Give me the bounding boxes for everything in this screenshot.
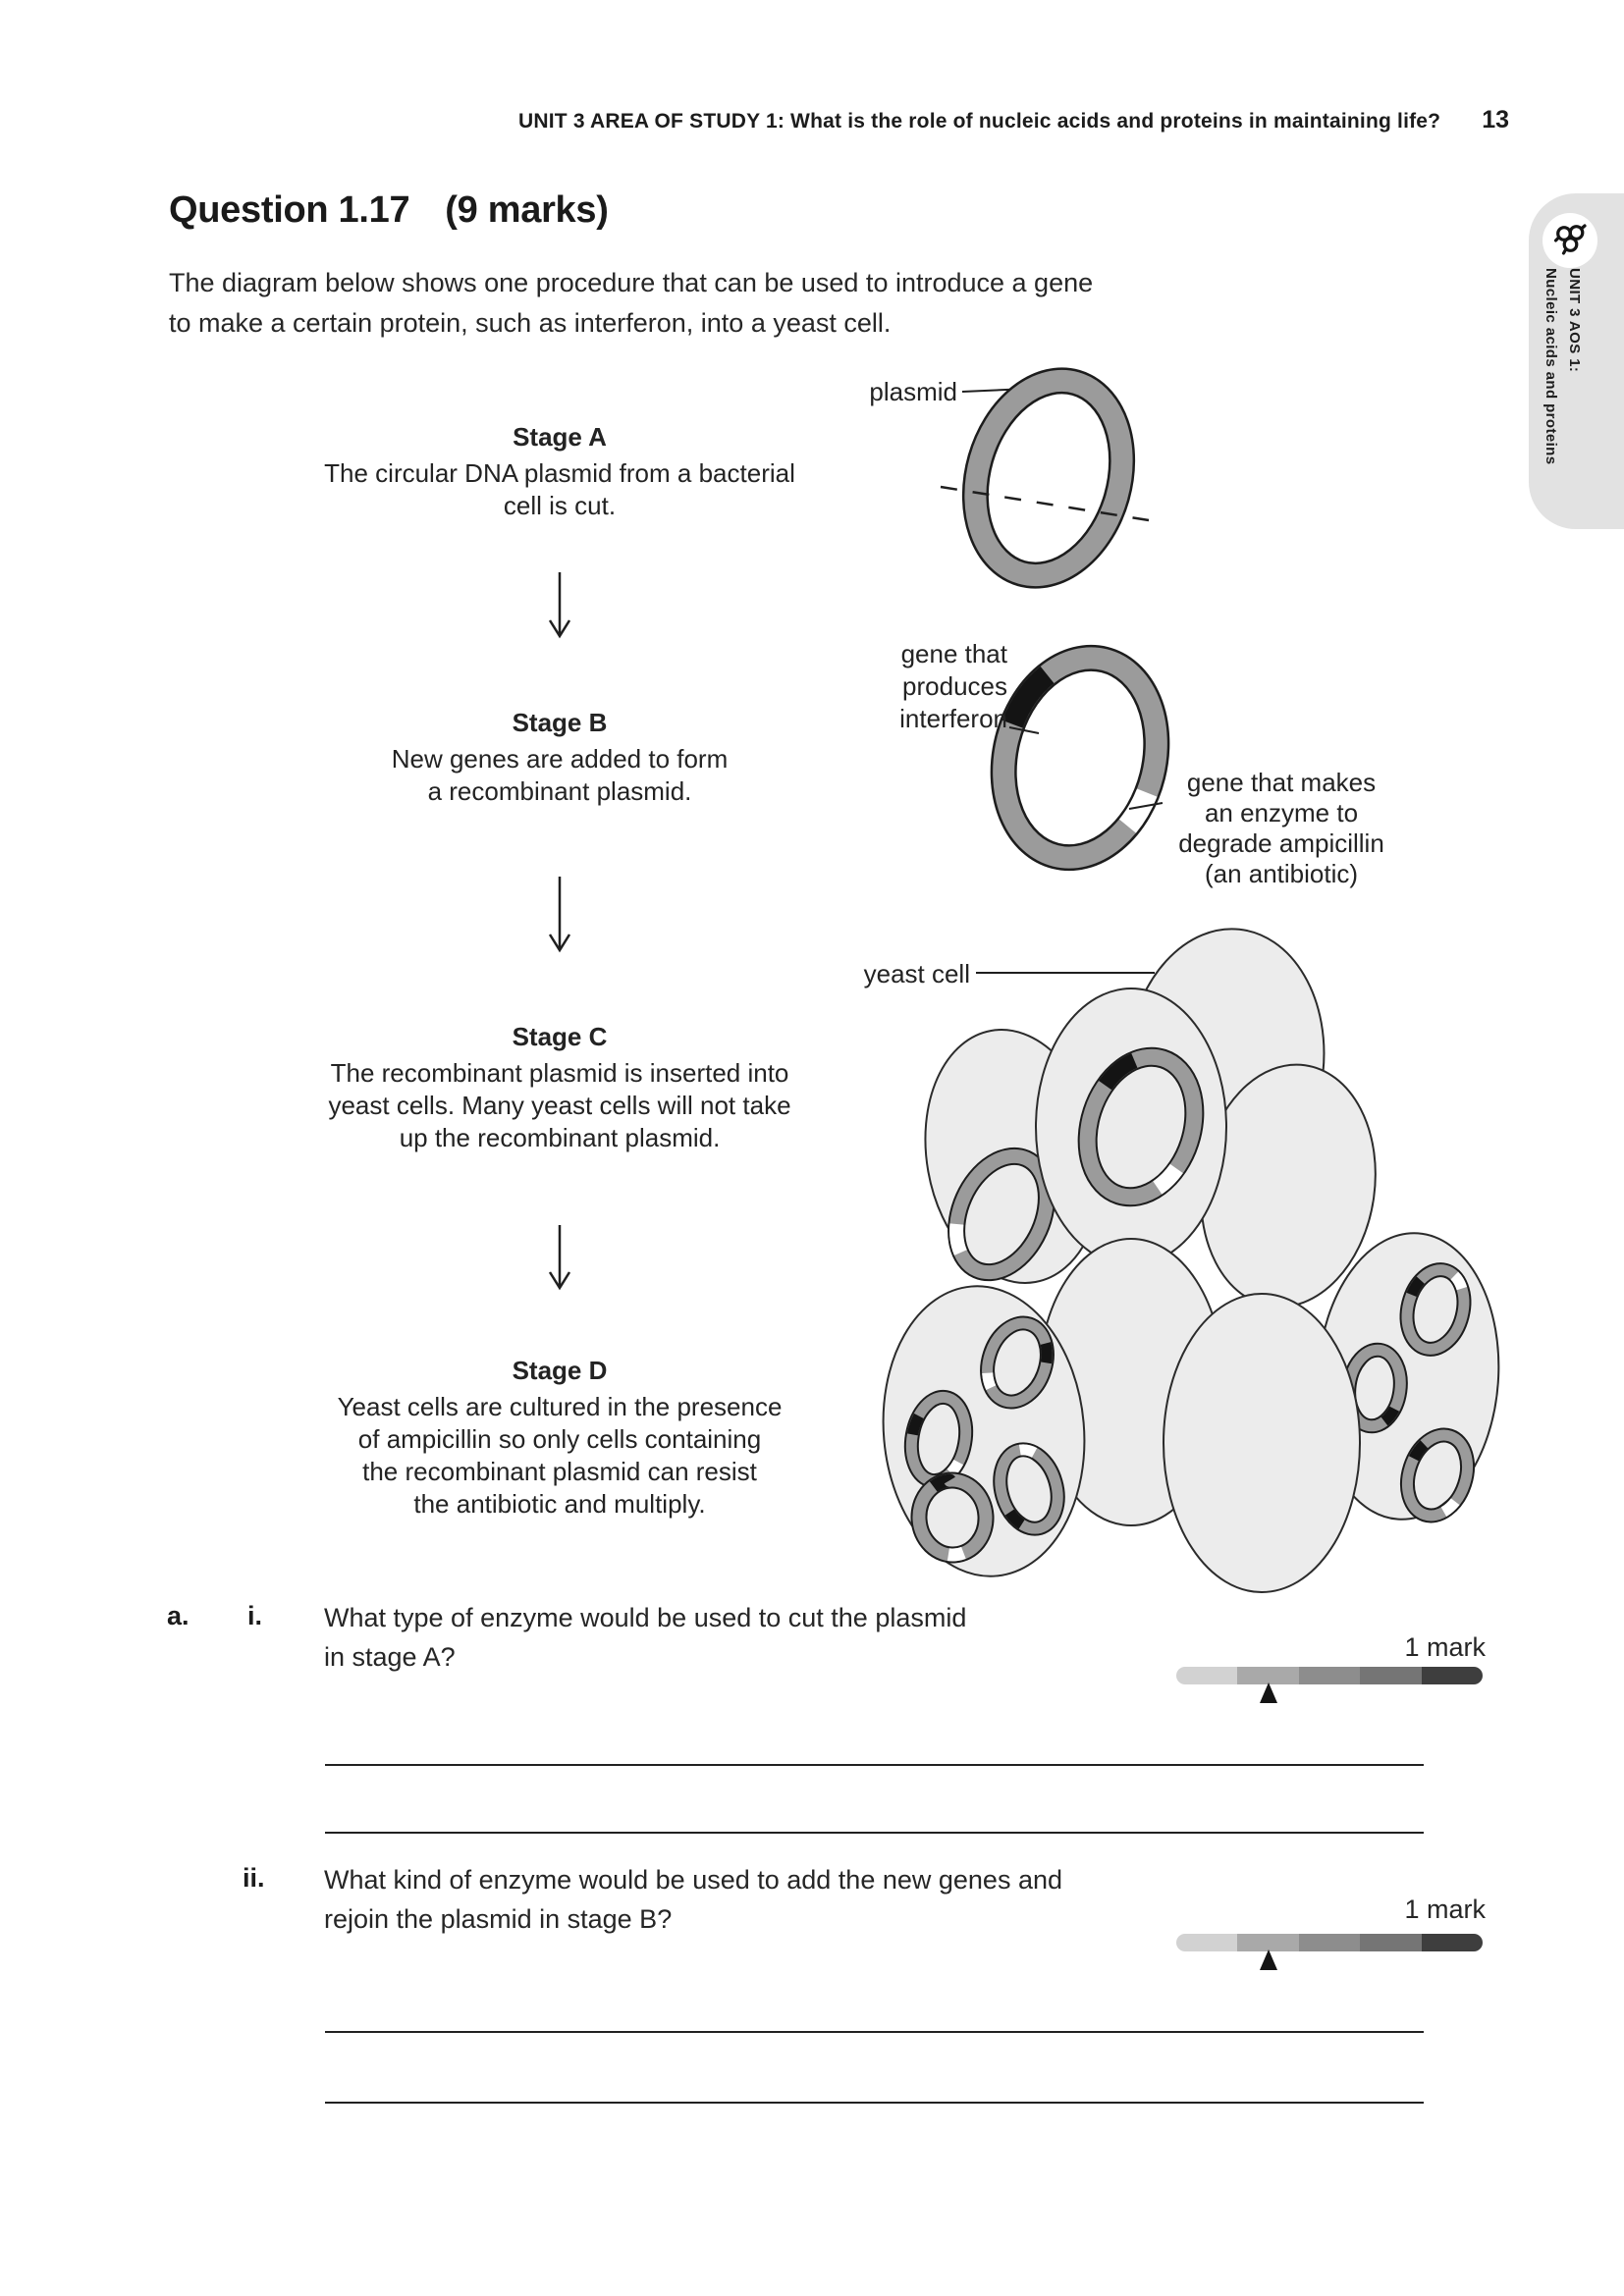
plasmid-in-front-yeast-cell xyxy=(1077,1046,1205,1207)
question-number: Question 1.17 xyxy=(169,189,410,231)
stage-a-description: Stage A The circular DNA plasmid from a … xyxy=(265,422,854,522)
flow-arrow-c-d xyxy=(548,1225,571,1291)
yeast-cell-label: yeast cell xyxy=(863,959,970,988)
difficulty-marker-a-i xyxy=(1260,1682,1277,1703)
tab-icon-circle xyxy=(1543,213,1597,268)
plasmid-label: plasmid xyxy=(869,377,957,406)
ampicillin-gene-label: gene that makes an enzyme to degrade amp… xyxy=(1178,768,1384,888)
part-a-i-label: i. xyxy=(247,1601,263,1630)
part-a-label: a. xyxy=(167,1601,189,1630)
question-marks-total: (9 marks) xyxy=(445,189,609,231)
question-title: Question 1.17 (9 marks) xyxy=(169,189,609,232)
intro-line-2: to make a certain protein, such as inter… xyxy=(169,308,892,338)
difficulty-meter-a-ii xyxy=(1176,1934,1483,1951)
unit-side-tab: UNIT 3 AOS 1: Nucleic acids and proteins xyxy=(1529,193,1624,529)
tab-line-1: UNIT 3 AOS 1: xyxy=(1566,268,1583,373)
stage-d-title: Stage D xyxy=(512,1356,608,1385)
stage-d-description: Stage D Yeast cells are cultured in the … xyxy=(265,1356,854,1521)
stage-a-title: Stage A xyxy=(513,422,607,452)
cut-site-dashed-line xyxy=(940,485,1150,522)
yeast-cluster-stage-c xyxy=(924,928,1377,1308)
flow-arrow-b-c xyxy=(548,877,571,953)
page-header: UNIT 3 AREA OF STUDY 1: What is the role… xyxy=(518,106,1509,134)
yeast-cluster-stage-d xyxy=(882,1232,1500,1593)
stage-b-title: Stage B xyxy=(512,708,608,737)
flow-arrow-a-b xyxy=(548,572,571,639)
stage-a-plasmid xyxy=(940,367,1150,589)
plasmid-in-left-yeast-cell xyxy=(947,1147,1056,1282)
intro-line-1: The diagram below shows one procedure th… xyxy=(169,268,1094,297)
answer-line xyxy=(325,2031,1424,2033)
question-a-i-text: What type of enzyme would be used to cut… xyxy=(324,1603,967,1672)
question-a-ii-text: What kind of enzyme would be used to add… xyxy=(324,1865,1062,1934)
header-title: UNIT 3 AREA OF STUDY 1: What is the role… xyxy=(518,110,1441,133)
difficulty-marker-a-ii xyxy=(1260,1949,1277,1970)
answer-line xyxy=(325,1764,1424,1766)
answer-line xyxy=(325,1832,1424,1834)
stage-b-description: Stage B New genes are added to form a re… xyxy=(265,708,854,808)
difficulty-meter-a-i xyxy=(1176,1667,1483,1684)
stage-c-title: Stage C xyxy=(512,1022,608,1051)
molecule-icon xyxy=(1552,221,1588,261)
stage-c-description: Stage C The recombinant plasmid is inser… xyxy=(265,1022,854,1154)
page-number: 13 xyxy=(1482,106,1510,133)
part-a-ii-label: ii. xyxy=(243,1863,265,1893)
question-intro: The diagram below shows one procedure th… xyxy=(169,263,1093,344)
question-a-ii-marks: 1 mark xyxy=(1404,1895,1486,1924)
interferon-gene-label: gene that produces interferon xyxy=(899,639,1007,733)
tab-line-2: Nucleic acids and proteins xyxy=(1543,268,1559,465)
answer-line xyxy=(325,2102,1424,2104)
question-a-i-marks: 1 mark xyxy=(1404,1632,1486,1662)
tab-vertical-text: UNIT 3 AOS 1: Nucleic acids and proteins xyxy=(1539,268,1586,464)
